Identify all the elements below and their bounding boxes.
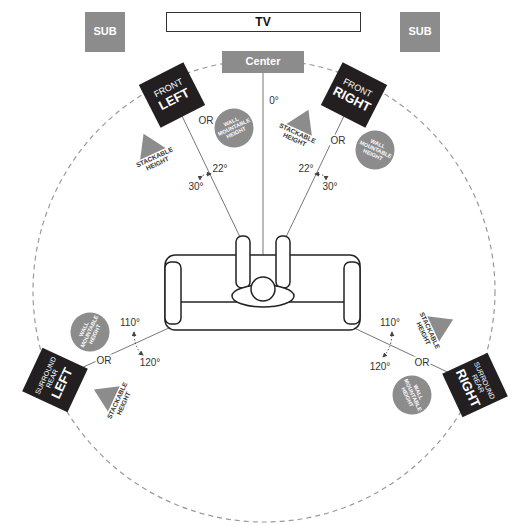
speaker-box: FRONTRIGHT	[321, 62, 387, 127]
wall-height-disc	[64, 306, 116, 358]
listener-leg	[276, 236, 290, 288]
placement-label: OR	[414, 357, 431, 368]
wall-height-disc	[349, 124, 401, 176]
listening-circle	[33, 60, 495, 522]
device-box: TV	[166, 12, 361, 32]
wall-height-speaker: WALL MOUNTABLE HEIGHT	[63, 305, 116, 358]
couch	[165, 255, 360, 330]
placement-label: 22°	[297, 163, 314, 174]
angle-arc	[315, 174, 326, 180]
angle-arc	[383, 332, 392, 357]
angle-arcs	[134, 174, 392, 357]
stackable-height-speaker: STACKABLE HEIGHT	[120, 122, 183, 181]
wall-height-speaker: WALL MOUNTABLE HEIGHT	[385, 368, 438, 421]
listener-leg	[236, 236, 250, 288]
placement-label: 120°	[369, 361, 392, 372]
speaker-box: FRONTLEFT	[139, 62, 205, 127]
placement-label: 22°	[211, 163, 228, 174]
stackable-height-speaker: STACKABLE HEIGHT	[268, 98, 331, 157]
placement-label: 110°	[119, 317, 141, 328]
placement-label: OR	[198, 115, 215, 126]
speaker-label: SUB	[93, 26, 116, 38]
speaker-label: Center	[246, 56, 281, 68]
placement-label: 30°	[321, 181, 338, 192]
device-box: SUB	[400, 12, 440, 52]
placement-label: 30°	[187, 181, 204, 192]
wall-height-disc	[208, 102, 260, 154]
wall-height-speaker: WALL MOUNTABLE HEIGHT	[207, 101, 260, 154]
wall-height-disc	[386, 369, 438, 421]
speaker-box: SURROUND REARLEFT	[22, 348, 88, 413]
device-box: SUB	[85, 12, 125, 52]
stackable-height-speaker: STACKABLE HEIGHT	[82, 366, 141, 429]
placement-label: 110°	[379, 317, 401, 328]
placement-label: 120°	[139, 357, 162, 368]
speaker-label: TV	[255, 16, 270, 29]
stackable-height-speaker: STACKABLE HEIGHT	[405, 296, 464, 359]
listener	[232, 236, 294, 307]
device-box: Center	[222, 51, 304, 73]
placement-label: OR	[330, 135, 347, 146]
listener-head	[251, 277, 275, 301]
sight-lines	[55, 73, 475, 385]
couch-arm	[344, 262, 360, 324]
placement-label: 0°	[268, 95, 280, 106]
speaker-box: SURROUND REARRIGHT	[442, 353, 508, 418]
couch-body	[165, 255, 360, 330]
wall-height-speaker: WALL MOUNTABLE HEIGHT	[348, 123, 401, 176]
placement-label: OR	[96, 355, 113, 366]
angle-arc	[134, 332, 143, 355]
angle-arc	[200, 174, 211, 180]
couch-arm	[165, 262, 181, 324]
sight-line	[263, 73, 264, 285]
speaker-label: SUB	[408, 26, 431, 38]
